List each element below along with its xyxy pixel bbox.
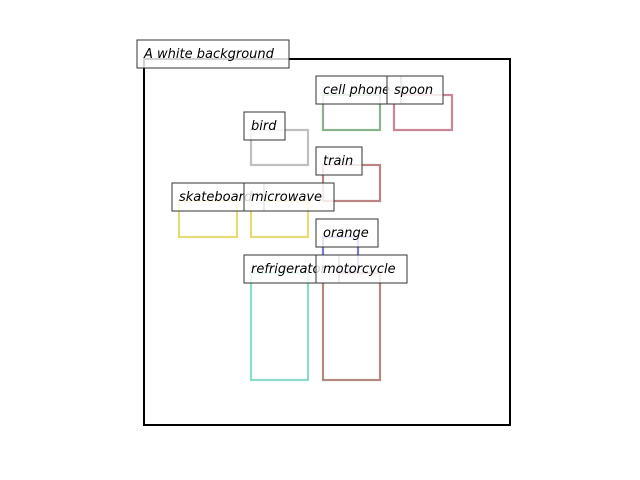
caption-box <box>136 39 290 69</box>
caption-text: A white background <box>143 47 275 62</box>
label-text-cell-phone: cell phone <box>323 83 390 98</box>
canvas-frame <box>143 58 511 426</box>
label-box-bird <box>243 111 286 141</box>
label-text-train: train <box>323 154 353 169</box>
label-text-spoon: spoon <box>394 83 433 98</box>
label-box-spoon <box>386 75 444 105</box>
label-box-motorcycle <box>315 254 408 284</box>
label-box-train <box>315 146 363 176</box>
label-text-microwave: microwave <box>251 190 322 205</box>
label-spoon: spoon <box>386 75 444 105</box>
label-text-skateboard: skateboard <box>179 190 253 205</box>
label-train: train <box>315 146 363 176</box>
label-box-orange <box>315 218 379 248</box>
box-motorcycle <box>321 271 382 382</box>
label-microwave: microwave <box>243 182 335 212</box>
label-text-bird: bird <box>251 119 277 134</box>
caption-label: A white background <box>136 39 290 69</box>
label-bird: bird <box>243 111 286 141</box>
label-motorcycle: motorcycle <box>315 254 408 284</box>
label-text-motorcycle: motorcycle <box>323 262 396 277</box>
label-box-microwave <box>243 182 335 212</box>
label-orange: orange <box>315 218 379 248</box>
object-labels: cell phone spoon bird train skateboardmicrow… <box>171 75 444 284</box>
box-refrigerator <box>249 271 310 382</box>
label-text-refrigerator: refrigerator <box>251 262 327 277</box>
label-text-orange: orange <box>323 226 369 241</box>
